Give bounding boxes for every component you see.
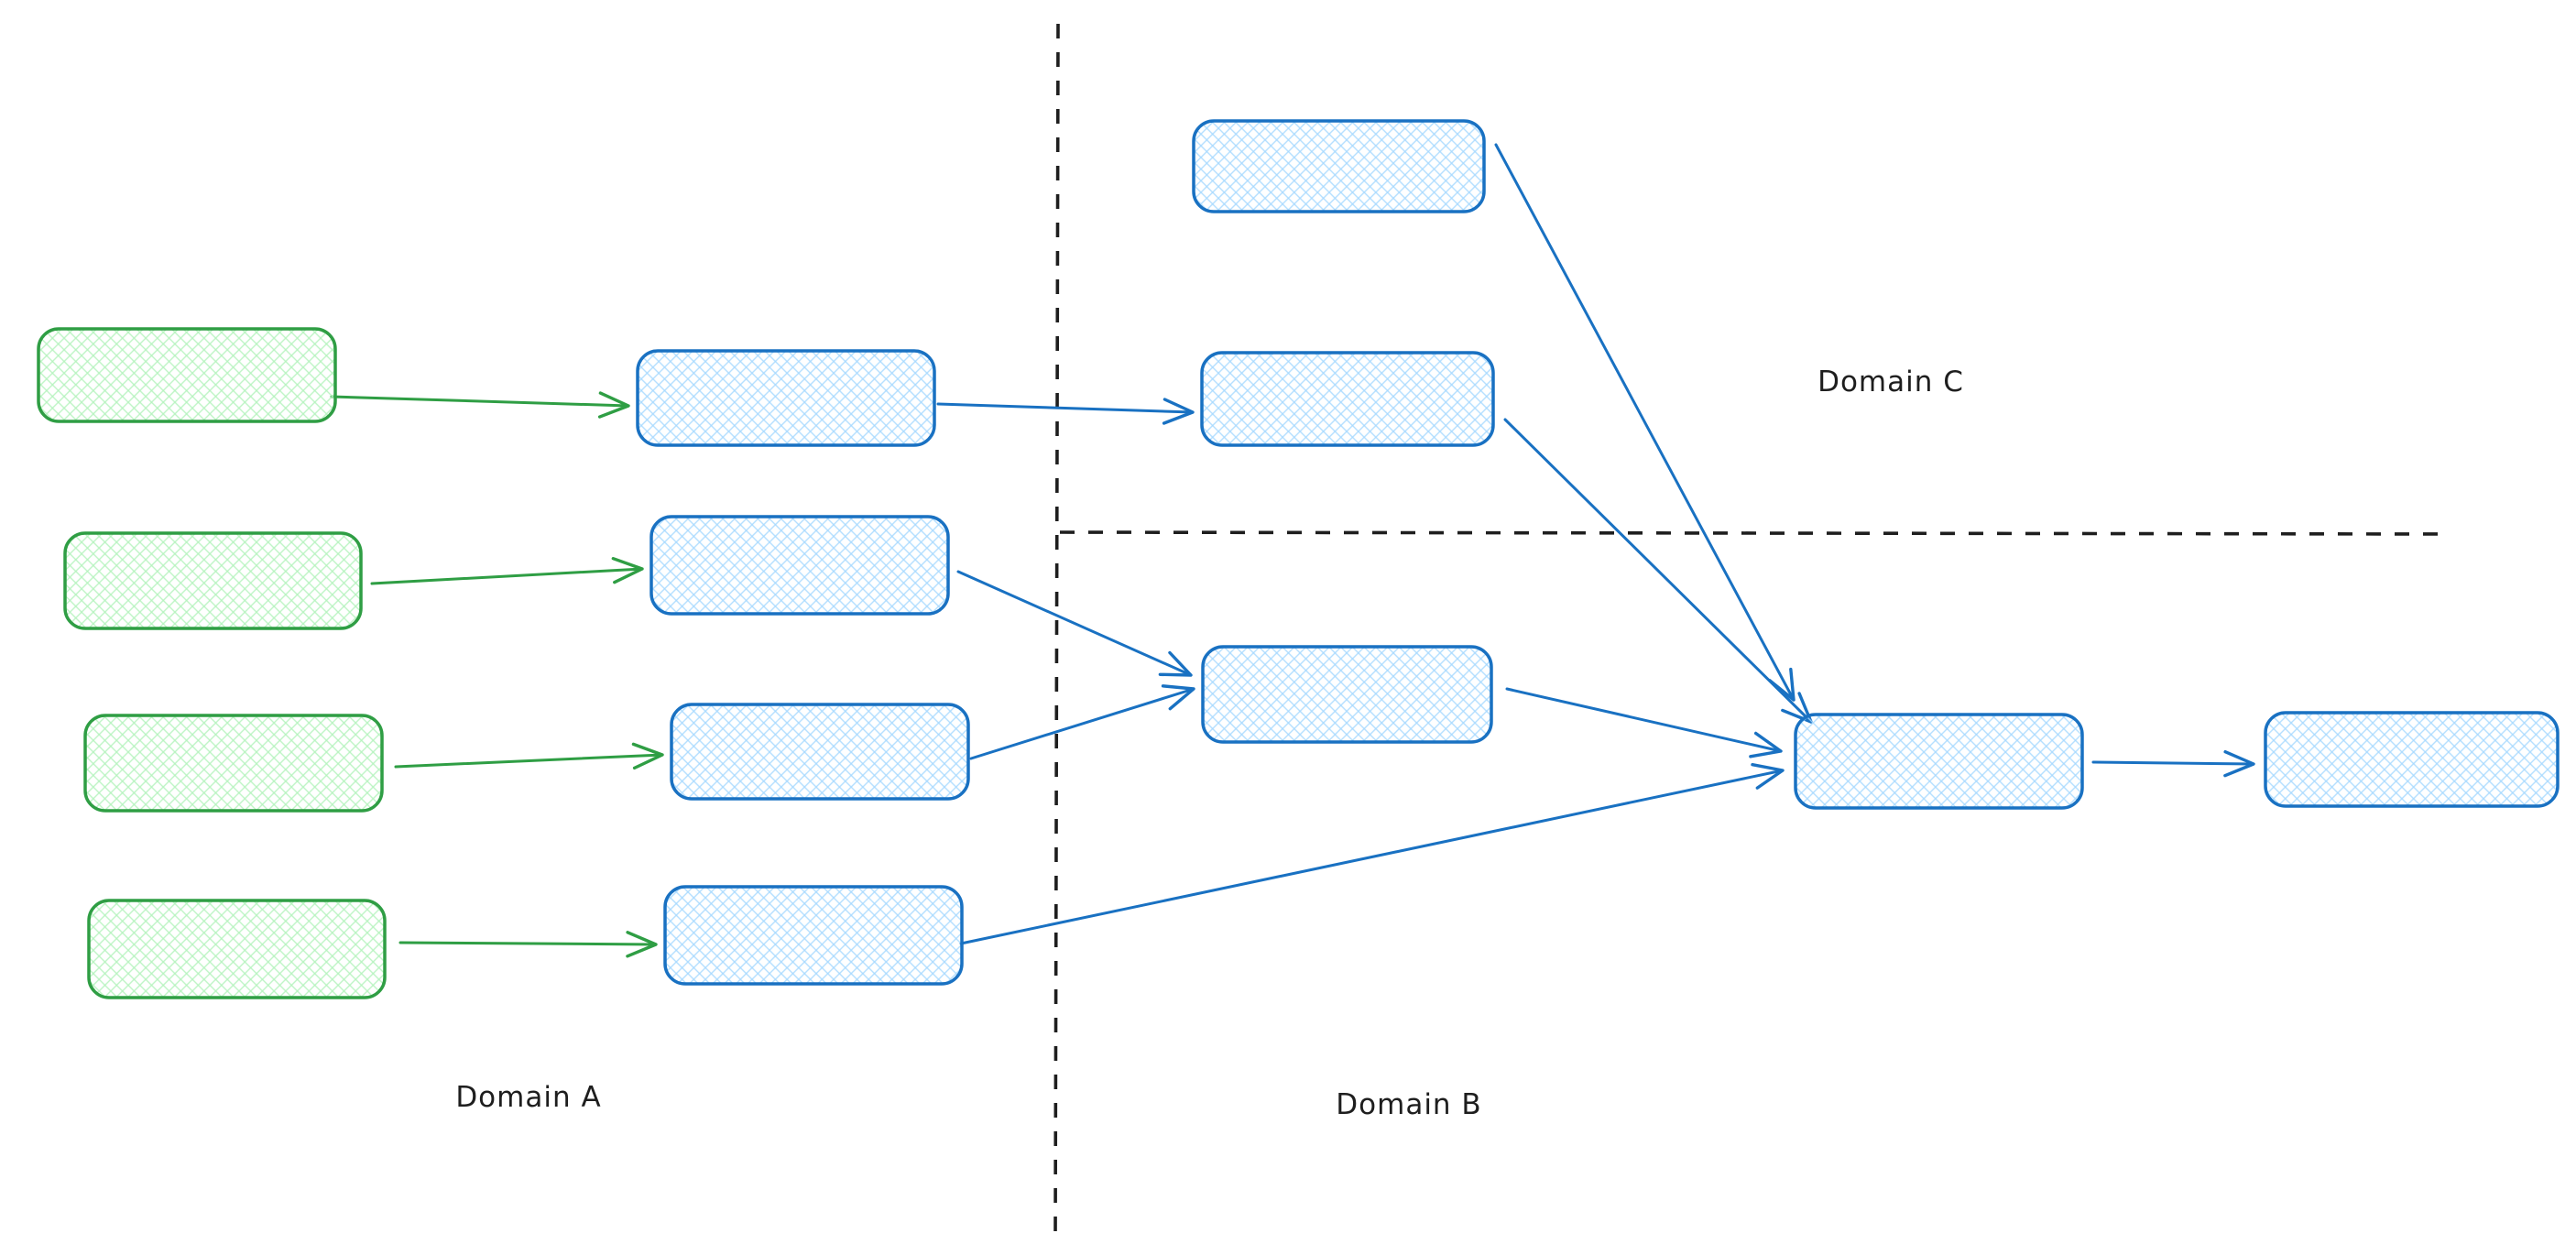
labels-layer: Domain A Domain B Domain C [455,366,1964,1121]
edge-process2-to-domainb1 [956,570,1193,677]
domain-c-node-1 [1192,119,1486,213]
edge-domainc1-to-aggregator [1494,143,1796,702]
edge-source2-to-process2 [370,556,644,585]
edge-process4-to-aggregator [959,762,1785,945]
arrows-layer [330,143,2255,958]
domain-a-process-4 [663,885,964,986]
edge-source4-to-process4 [398,931,658,958]
domain-a-source-4 [87,899,387,999]
domain-b-aggregator [1794,713,2084,810]
edge-source1-to-process1 [330,391,630,419]
domain-dividers-layer [1053,23,2449,1243]
edge-source3-to-process3 [394,742,664,770]
domain-a-process-1 [636,349,936,447]
domain-a-label: Domain A [455,1081,601,1114]
domain-b-node-1 [1201,645,1493,744]
domain-a-source-3 [83,714,384,813]
edge-process3-to-domainb1 [969,684,1195,760]
domain-a-process-3 [670,703,970,801]
domain-a-source-2 [63,531,363,630]
edge-aggregator-to-output [2091,749,2255,778]
domain-b-output [2264,711,2560,808]
domain-c-label: Domain C [1817,366,1964,398]
domain-a-source-1 [37,327,337,423]
domain-a-process-2 [649,515,950,616]
divider-domain-a-vs-bc [1053,23,1060,1243]
edge-process1-to-domainc2 [936,398,1195,425]
divider-domain-c-vs-b [1059,530,2449,536]
edge-domainb1-to-aggregator [1505,687,1783,758]
edge-domainc2-to-aggregator [1503,418,1813,724]
domain-c-node-2 [1200,351,1495,447]
nodes-layer [37,119,2560,999]
domain-b-label: Domain B [1336,1088,1481,1121]
